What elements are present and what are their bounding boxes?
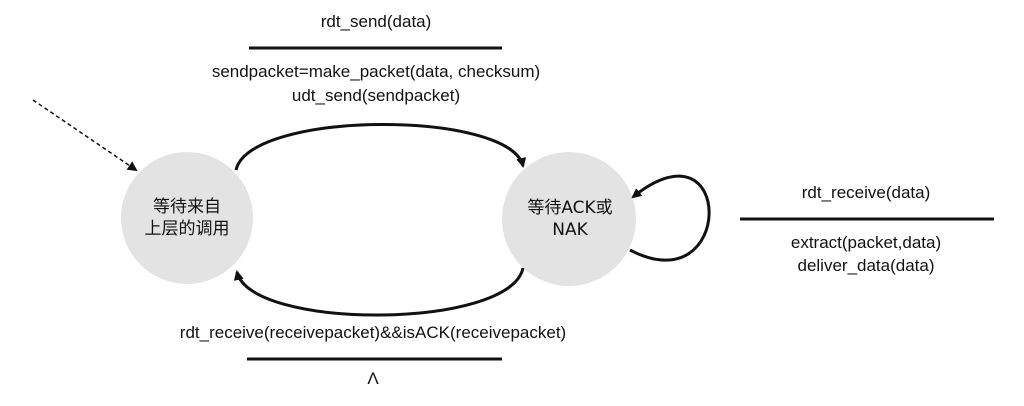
transition-send-arrow [234, 123, 527, 171]
receive-ack-event-label: rdt_receive(receivepacket)&&isACK(receiv… [179, 323, 567, 342]
send-event-label: rdt_send(data) [320, 12, 432, 31]
state-wait-call-line1: 等待来自 [153, 197, 221, 217]
send-action-line1: sendpacket=make_packet(data, checksum) [211, 62, 541, 81]
self-loop-action-line2: deliver_data(data) [797, 256, 935, 275]
state-wait-call-label: 等待来自 上层的调用 [145, 196, 230, 240]
send-action-line2: udt_send(sendpacket) [291, 86, 461, 105]
receive-ack-action-label: Λ [367, 369, 379, 388]
self-loop-arrow [629, 174, 711, 262]
state-wait-ack-circle [502, 152, 636, 286]
state-wait-call-circle [121, 152, 253, 284]
transition-receive-ack-arrow [233, 267, 525, 317]
self-loop-event-label: rdt_receive(data) [801, 183, 931, 202]
state-wait-ack-label: 等待ACK或 NAK [527, 197, 612, 241]
self-loop-action-line1: extract(packet,data) [790, 233, 942, 252]
state-wait-call-line2: 上层的调用 [144, 219, 230, 239]
initial-state-arrow [32, 99, 138, 172]
state-wait-ack-line2: NAK [552, 220, 588, 240]
state-wait-ack-line1: 等待ACK或 [527, 198, 613, 218]
